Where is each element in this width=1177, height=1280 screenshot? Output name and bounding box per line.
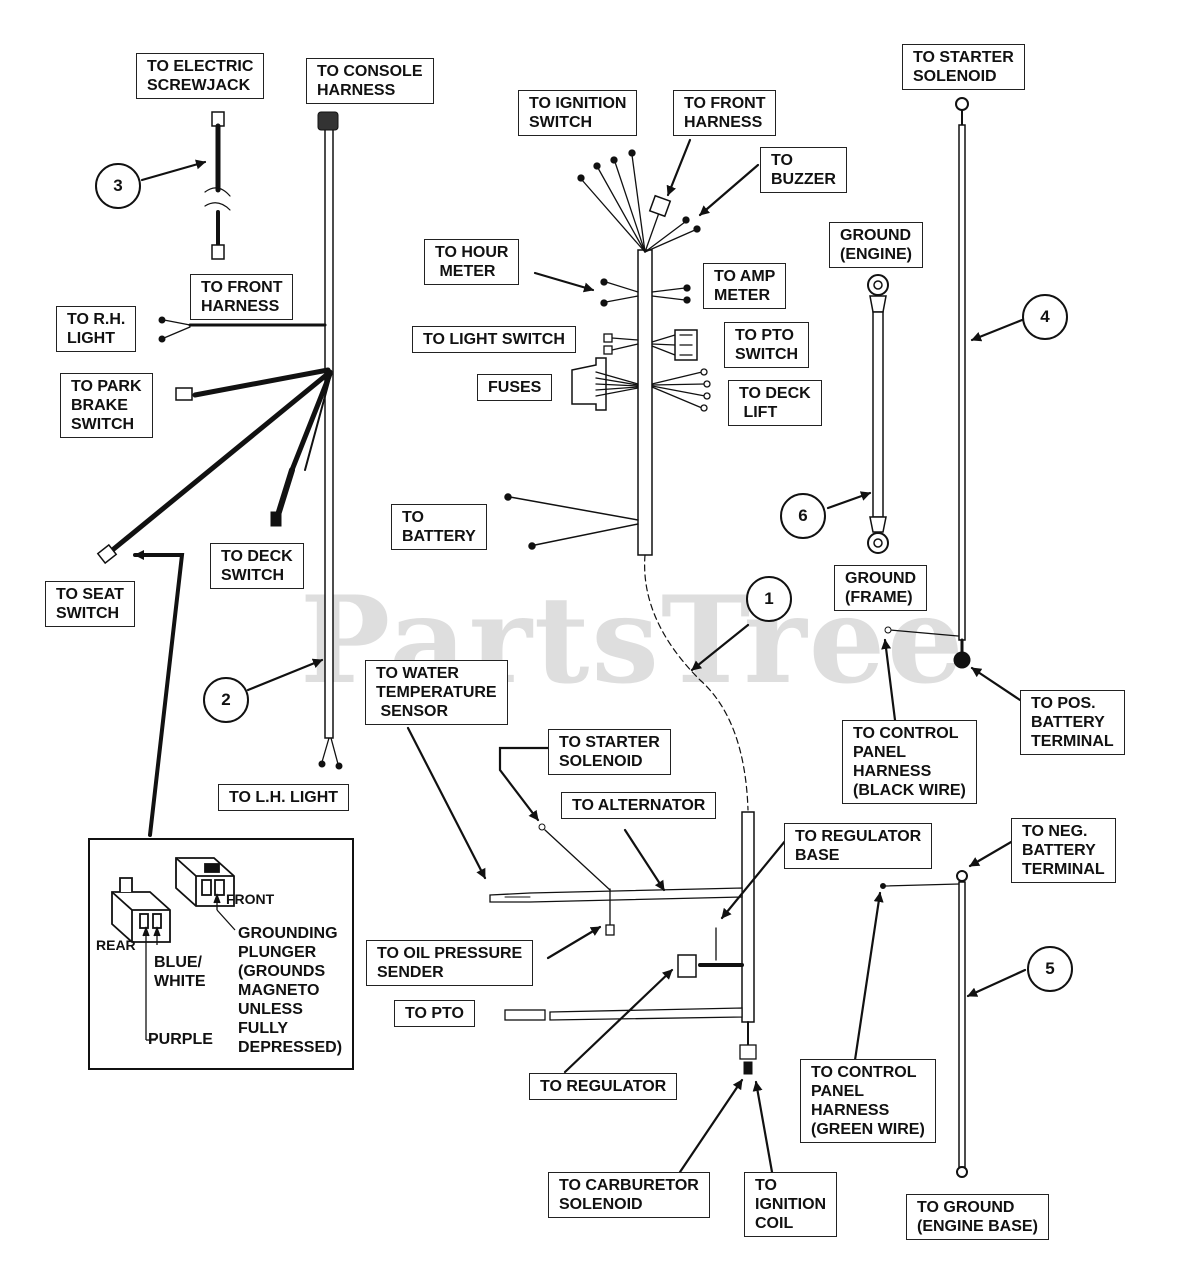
label-oil-pressure-sender: TO OIL PRESSURE SENDER (366, 940, 534, 986)
label-neg-battery-terminal: TO NEG. BATTERY TERMINAL (1011, 818, 1116, 883)
leader-arrows (133, 138, 1027, 1174)
rh-light-branch (158, 316, 327, 343)
label-alternator: TO ALTERNATOR (561, 792, 717, 819)
pto-switch-branch (651, 329, 698, 361)
label-regulator-base: TO REGULATOR BASE (784, 823, 933, 869)
top-fan-wires (577, 149, 701, 253)
label-electric-screwjack: TO ELECTRIC SCREWJACK (136, 53, 265, 99)
label-deck-lift: TO DECK LIFT (728, 380, 822, 426)
label-ground-engine-base: TO GROUND (ENGINE BASE) (906, 1194, 1049, 1240)
label-front-harness-left: TO FRONT HARNESS (190, 274, 294, 320)
callout-4: 4 (1022, 294, 1068, 340)
connector-inset (88, 838, 354, 1070)
inset-connectors (111, 857, 235, 943)
inset-leaders (142, 893, 236, 1041)
label-rh-light: TO R.H. LIGHT (56, 306, 137, 352)
callout-1: 1 (746, 576, 792, 622)
engine-harness (489, 811, 757, 1075)
label-seat-switch: TO SEAT SWITCH (45, 581, 135, 627)
inset-front-label: FRONT (226, 891, 275, 907)
label-front-harness-top: TO FRONT HARNESS (673, 90, 777, 136)
cable-4 (884, 97, 971, 669)
label-water-temp-sensor: TO WATER TEMPERATURE SENSOR (365, 660, 508, 725)
light-switch-branch (603, 333, 639, 355)
label-console-harness: TO CONSOLE HARNESS (306, 58, 434, 104)
label-control-panel-black: TO CONTROL PANEL HARNESS (BLACK WIRE) (842, 720, 977, 804)
harness-2-main (317, 111, 343, 770)
label-starter-solenoid-mid: TO STARTER SOLENOID (548, 729, 671, 775)
inset-blue-white-label: BLUE/ WHITE (154, 954, 206, 990)
cable-6 (867, 274, 889, 554)
battery-branch (504, 493, 639, 550)
deck-lift-branch (651, 368, 711, 412)
label-fuses: FUSES (477, 374, 553, 401)
label-ground-frame: GROUND (FRAME) (834, 565, 928, 611)
label-ignition-switch: TO IGNITION SWITCH (518, 90, 638, 136)
label-carburetor-solenoid: TO CARBURETOR SOLENOID (548, 1172, 710, 1218)
label-deck-switch: TO DECK SWITCH (210, 543, 304, 589)
inset-grounding-plunger-label: GROUNDING PLUNGER (GROUNDS MAGNETO UNLES… (238, 925, 343, 1056)
inset-rear-label: REAR (96, 937, 136, 953)
deck-switch-branch (270, 371, 333, 527)
label-regulator: TO REGULATOR (529, 1073, 678, 1100)
amp-meter-branch (651, 284, 691, 304)
label-light-switch: TO LIGHT SWITCH (412, 326, 576, 353)
cable-5 (880, 870, 968, 1178)
label-ground-engine: GROUND (ENGINE) (829, 222, 923, 268)
callout-2: 2 (203, 677, 249, 723)
fuse-block (571, 357, 639, 411)
label-control-panel-green: TO CONTROL PANEL HARNESS (GREEN WIRE) (800, 1059, 936, 1143)
label-pto-switch: TO PTO SWITCH (724, 322, 810, 368)
inset-purple-label: PURPLE (148, 1031, 213, 1048)
harness-3 (204, 111, 231, 260)
label-amp-meter: TO AMP METER (703, 263, 787, 309)
seat-switch-branch (96, 369, 333, 565)
label-hour-meter: TO HOUR METER (424, 239, 520, 285)
callout-5: 5 (1027, 946, 1073, 992)
label-lh-light: TO L.H. LIGHT (218, 784, 350, 811)
hour-meter-branch (600, 278, 639, 307)
park-brake-branch (175, 367, 331, 401)
callout-6: 6 (780, 493, 826, 539)
label-pto: TO PTO (394, 1000, 475, 1027)
label-park-brake-switch: TO PARK BRAKE SWITCH (60, 373, 153, 438)
callout-3: 3 (95, 163, 141, 209)
label-battery: TO BATTERY (391, 504, 487, 550)
label-ignition-coil: TO IGNITION COIL (744, 1172, 838, 1237)
label-starter-solenoid-top: TO STARTER SOLENOID (902, 44, 1025, 90)
label-buzzer: TO BUZZER (760, 147, 847, 193)
label-pos-battery-terminal: TO POS. BATTERY TERMINAL (1020, 690, 1125, 755)
